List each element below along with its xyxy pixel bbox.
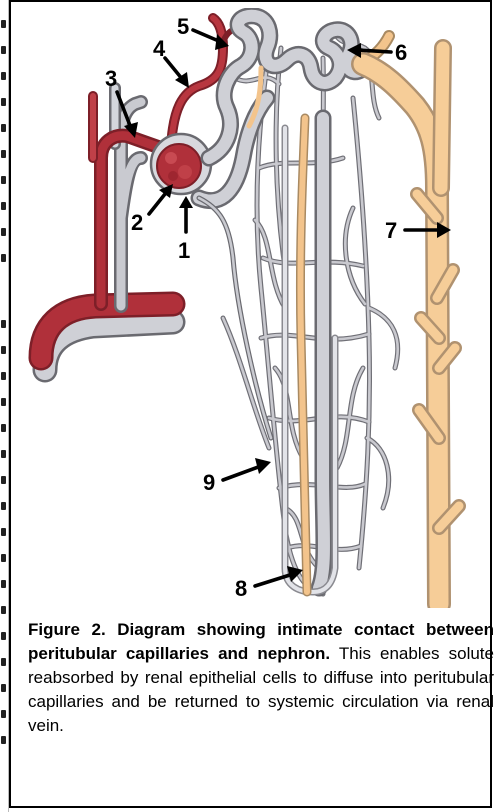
arrow-9	[223, 458, 271, 480]
label-1: 1	[178, 238, 190, 263]
arrow-1	[179, 196, 193, 232]
arrow-8	[255, 566, 303, 586]
label-9: 9	[203, 470, 215, 495]
glomerulus	[151, 134, 211, 194]
label-6: 6	[395, 40, 407, 65]
interlobar-vessels	[41, 304, 173, 370]
cropped-text-margin	[0, 0, 9, 812]
label-8: 8	[235, 576, 247, 601]
label-7: 7	[385, 218, 397, 243]
label-5: 5	[177, 14, 189, 39]
figure-frame: 1 2 3 4 5 6 7 8 9 Figure 2. Diagram show…	[9, 0, 492, 808]
nephron-diagram: 1 2 3 4 5 6 7 8 9	[23, 8, 494, 608]
label-4: 4	[153, 36, 166, 61]
label-3: 3	[105, 66, 117, 91]
arrow-4	[165, 58, 189, 88]
figure-caption: Figure 2. Diagram showing intimate conta…	[28, 618, 494, 738]
collecting-duct	[363, 48, 459, 604]
label-2: 2	[131, 210, 143, 235]
arrow-2	[149, 184, 173, 214]
